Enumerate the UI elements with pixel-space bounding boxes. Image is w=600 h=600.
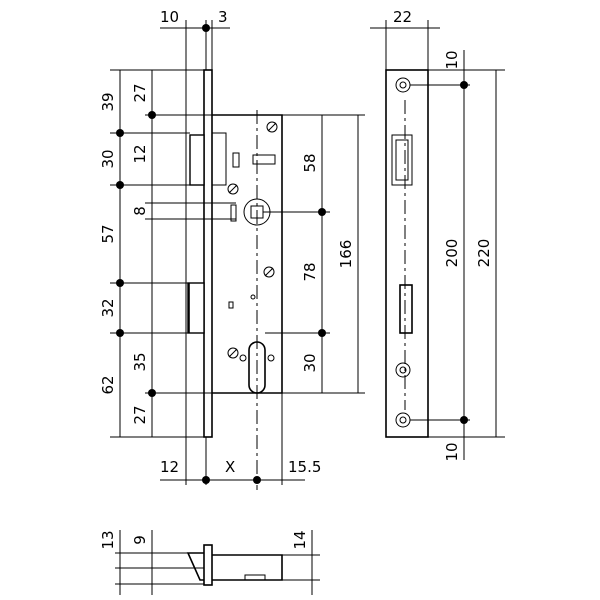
svg-text:27: 27: [131, 83, 149, 102]
svg-text:27: 27: [131, 405, 149, 424]
svg-text:166: 166: [337, 240, 355, 269]
latch-opening: [391, 134, 413, 186]
dim-10: 10: [160, 8, 179, 26]
svg-text:57: 57: [99, 224, 117, 243]
svg-text:58: 58: [301, 153, 319, 172]
dim-x: X: [225, 458, 235, 476]
deadbolt: [187, 282, 205, 334]
left-outer-dims: 39 30 57 32 62: [99, 92, 117, 394]
dim-15-5: 15.5: [288, 458, 321, 476]
dim-3: 3: [218, 8, 228, 26]
dim-14: 14: [291, 530, 309, 549]
dim-22: 22: [393, 8, 412, 26]
faceplate-edge: [203, 544, 213, 586]
dim-13: 13: [99, 530, 117, 549]
screw-hole-icon: [395, 77, 411, 428]
dim-200: 200: [443, 239, 461, 268]
svg-text:30: 30: [99, 149, 117, 168]
svg-text:32: 32: [99, 298, 117, 317]
faceplate-front: [385, 69, 429, 438]
bolt-opening: [399, 284, 413, 334]
svg-text:78: 78: [301, 262, 319, 281]
dim-10-bottom: 10: [443, 442, 461, 461]
dim-220: 220: [475, 239, 493, 268]
case-bottom: [212, 554, 283, 581]
svg-text:62: 62: [99, 375, 117, 394]
svg-text:35: 35: [131, 352, 149, 371]
dim-10-top: 10: [443, 50, 461, 69]
right-dims: 58 78 30 166: [301, 153, 355, 372]
screw-icon: [227, 121, 278, 359]
faceplate: [203, 69, 213, 438]
bottom-view: 13 9 14: [99, 530, 320, 595]
front-view: 10 3 39 30 57 32 62 27 12 8 35 27 58 78 …: [99, 8, 365, 490]
cylinder-profile: [248, 341, 266, 394]
svg-text:8: 8: [131, 206, 149, 216]
dim-12: 12: [160, 458, 179, 476]
side-view: 22 10 10 200 220: [370, 8, 505, 462]
lock-case: [212, 114, 283, 394]
svg-text:30: 30: [301, 353, 319, 372]
latch-bolt: [189, 134, 205, 186]
svg-text:12: 12: [131, 144, 149, 163]
dim-9: 9: [131, 535, 149, 545]
left-inner-dims: 27 12 8 35 27: [131, 83, 149, 424]
svg-text:39: 39: [99, 92, 117, 111]
